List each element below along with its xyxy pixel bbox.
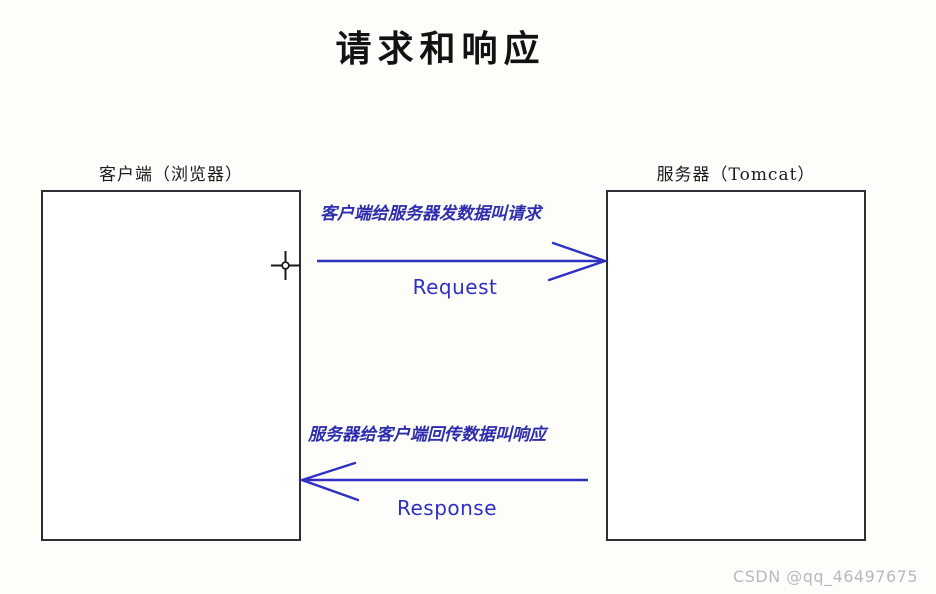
response-label: Response (396, 496, 498, 520)
server-node-box[interactable] (606, 190, 866, 541)
response-annotation-text: 服务器给客户端回传数据叫响应 (308, 425, 546, 445)
csdn-watermark: CSDN @qq_46497675 (733, 567, 918, 586)
crosshair-cursor-icon (271, 251, 300, 280)
response-arrow[interactable] (298, 461, 588, 502)
request-label: Request (412, 275, 498, 299)
page-title: 请求和响应 (335, 28, 546, 70)
response-arrow-head (298, 461, 360, 502)
client-node-box[interactable] (41, 190, 301, 541)
client-node-label: 客户端（浏览器） (99, 165, 243, 185)
server-node-label: 服务器（Tomcat） (656, 165, 816, 185)
request-annotation-text: 客户端给服务器发数据叫请求 (320, 204, 541, 224)
